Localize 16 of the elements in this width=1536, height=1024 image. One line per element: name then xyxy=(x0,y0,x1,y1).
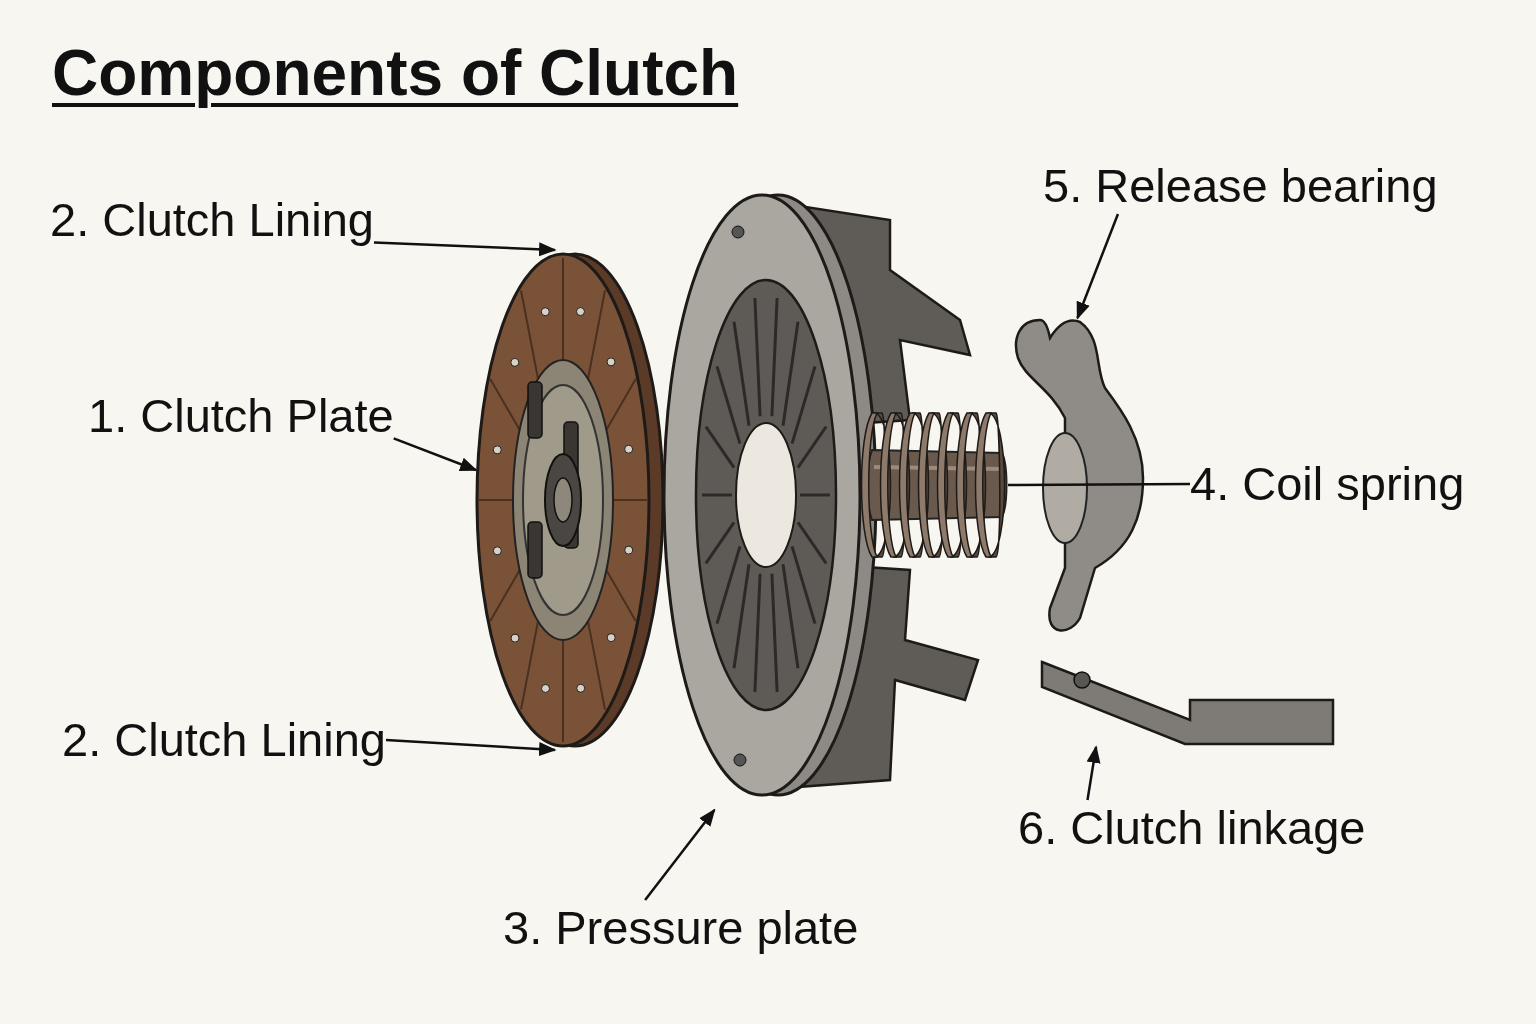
leader-line xyxy=(1086,745,1101,801)
leader-line xyxy=(1008,482,1190,487)
leader-line xyxy=(385,738,557,757)
clutch-disc-drawing xyxy=(475,250,665,750)
part-label: 1. Clutch Plate xyxy=(88,388,394,444)
part-label: 4. Coil spring xyxy=(1190,456,1465,512)
leader-line xyxy=(1076,213,1120,320)
leader-line xyxy=(644,808,716,901)
part-label: 6. Clutch linkage xyxy=(1018,800,1366,856)
leader-line xyxy=(393,437,478,472)
title: Components of Clutch xyxy=(52,36,739,110)
part-label: 2. Clutch Lining xyxy=(50,192,374,248)
part-label: 3. Pressure plate xyxy=(503,900,859,956)
leader-line xyxy=(373,241,557,257)
part-label: 5. Release bearing xyxy=(1043,158,1438,214)
part-label: 2. Clutch Lining xyxy=(62,712,386,768)
